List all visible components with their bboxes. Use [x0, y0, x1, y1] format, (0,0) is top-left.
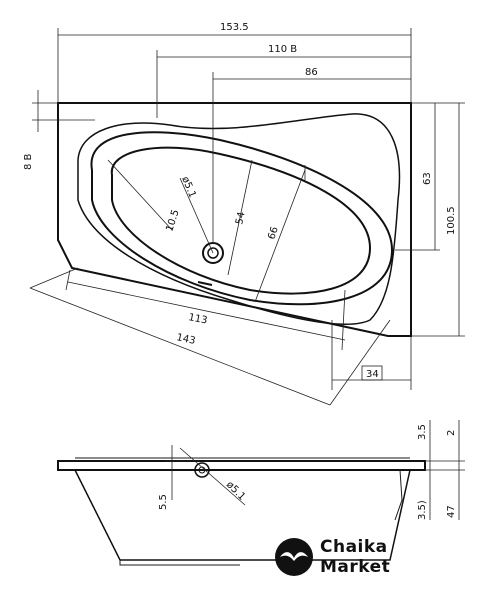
dim-rim-right: 2: [446, 430, 457, 436]
brand-line-1: Chaika: [320, 537, 388, 557]
dim-side-drain-diameter: ø5.1: [224, 479, 247, 502]
top-view-dimensions: 153.5 110 B 86 8 B 63 100.5 54 66 1: [23, 22, 465, 406]
dim-corner-width: 34: [366, 369, 379, 380]
dim-rim-top: 3.5: [417, 424, 428, 440]
overflow-slot: [197, 281, 213, 286]
dim-length-diag: 143: [175, 332, 196, 347]
bowl-outer: [90, 131, 394, 306]
dim-bowl-width: 54: [234, 211, 247, 226]
dim-drain-diameter: ø5.1: [179, 175, 197, 200]
dim-side-drain-height: 5.5: [158, 494, 169, 510]
dim-total-length: 153.5: [220, 22, 249, 33]
dim-depth-total: 47: [446, 505, 457, 518]
brand-line-2: Market: [320, 557, 391, 577]
dim-depth-partial: 3.5): [417, 500, 428, 520]
drain-inner-ring: [207, 247, 219, 259]
dim-length-b: 110 B: [268, 44, 297, 55]
side-body: [74, 469, 411, 561]
brand-logo: Chaika Market: [272, 535, 472, 579]
dim-left-step: 8 B: [23, 153, 34, 170]
dim-width-total: 100.5: [446, 206, 457, 235]
tub-rim-inner: [77, 113, 401, 325]
brand-name: Chaika Market: [320, 537, 390, 577]
dim-drain-offset: 86: [305, 67, 318, 78]
seagull-logo-icon: [275, 538, 313, 576]
dim-bowl-small: 10.5: [164, 208, 181, 233]
side-foot: [119, 560, 240, 566]
side-rim: [57, 460, 426, 471]
dim-width-inner: 63: [422, 172, 433, 185]
bowl-inner: [110, 146, 372, 295]
side-drain-ring: [194, 462, 210, 478]
dim-bowl-inner: 66: [266, 225, 280, 241]
dim-length-inner: 113: [187, 312, 208, 326]
